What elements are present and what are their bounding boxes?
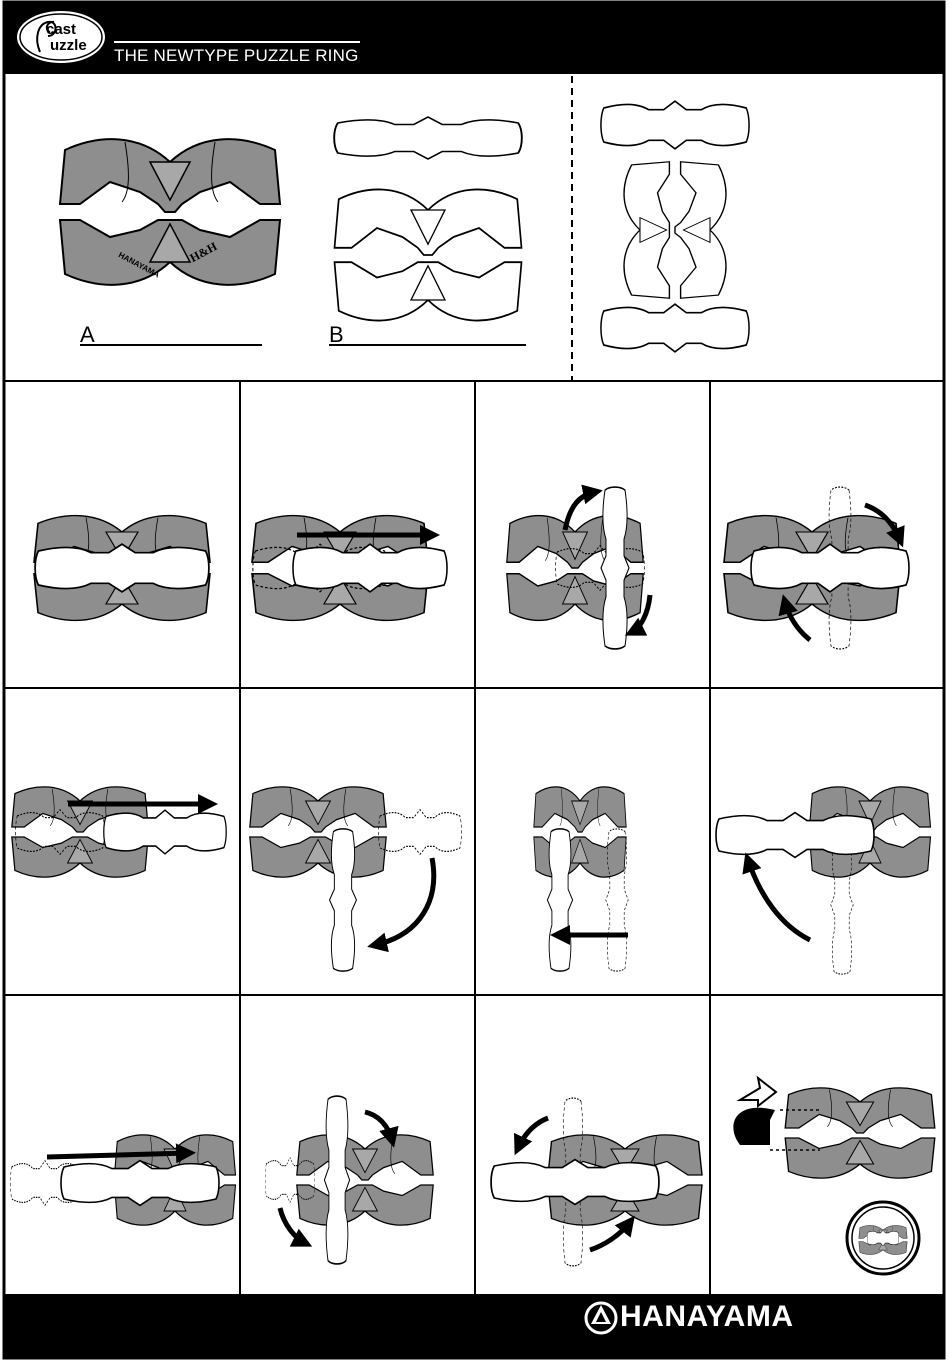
footer-bar xyxy=(4,1294,944,1358)
brand-name: HANAYAMA xyxy=(620,1299,793,1335)
piece-b-label-rule xyxy=(329,344,526,346)
rotate-arrow-icon xyxy=(733,1108,775,1145)
piece-a-diagram xyxy=(60,139,280,285)
exploded-view-diagram xyxy=(624,162,726,298)
step-3-diagram xyxy=(507,487,650,649)
step-7-diagram xyxy=(534,787,628,971)
step-11-diagram xyxy=(491,1098,702,1266)
step-5-diagram xyxy=(12,787,226,877)
step-12-diagram xyxy=(733,1078,934,1274)
step-8-diagram xyxy=(716,787,931,974)
step-10-diagram xyxy=(265,1096,433,1264)
step-6-diagram xyxy=(250,787,462,971)
piece-b-diagram xyxy=(334,117,522,321)
step-9-diagram xyxy=(10,1135,235,1225)
step-2-diagram xyxy=(252,516,447,621)
step-1-diagram xyxy=(34,516,210,621)
exploded-view-top-band xyxy=(601,101,749,149)
step-4-diagram xyxy=(724,487,909,649)
exploded-view-bottom-band xyxy=(601,304,749,352)
piece-a-label-rule xyxy=(80,344,262,346)
